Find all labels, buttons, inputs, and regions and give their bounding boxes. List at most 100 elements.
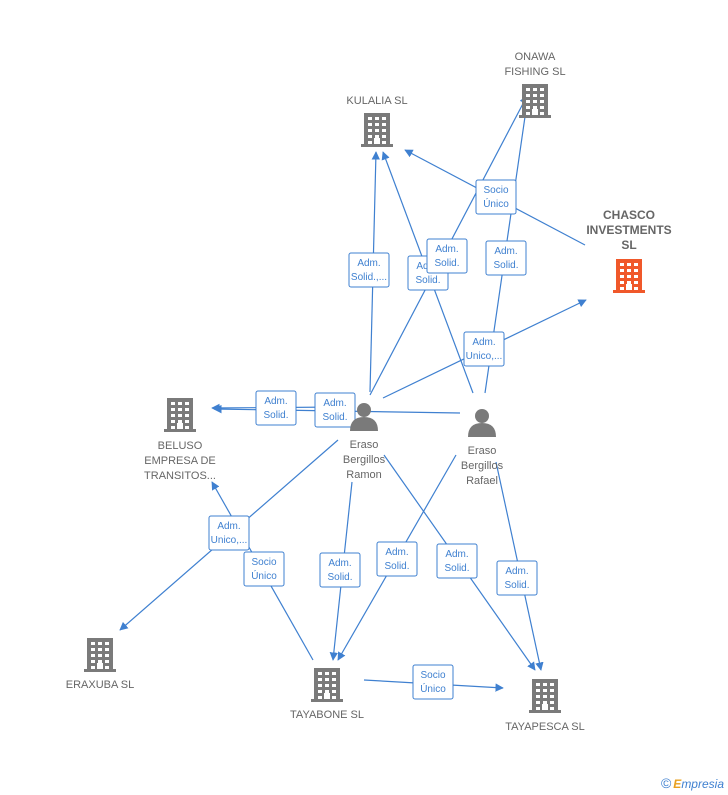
edge-label-text: Adm. bbox=[357, 258, 380, 269]
watermark[interactable]: ©Empresia bbox=[661, 775, 724, 791]
node-label: TAYABONE SL bbox=[290, 709, 364, 721]
edge-label-text: Adm. bbox=[505, 566, 528, 577]
node-beluso[interactable]: BELUSO EMPRESA DE TRANSITOS... bbox=[144, 398, 216, 482]
edge-label-box bbox=[485, 240, 527, 276]
edge-label-text: Solid. bbox=[327, 572, 352, 583]
node-eraxuba[interactable]: ERAXUBA SL bbox=[66, 638, 134, 691]
edge-label-box bbox=[436, 543, 478, 579]
edge-label-ramon-to-tayabone[interactable]: Adm. Solid. bbox=[319, 552, 361, 588]
node-kulalia[interactable]: KULALIA SL bbox=[346, 95, 408, 147]
node-label: CHASCO bbox=[603, 208, 655, 222]
edge-label-ramon-to-chasco[interactable]: Adm. Unico,... bbox=[463, 331, 505, 367]
edge-label-ramon-to-tayapesca[interactable]: Adm. Solid. bbox=[436, 543, 478, 579]
node-label: Ramon bbox=[346, 469, 381, 481]
edge-label-box bbox=[314, 392, 356, 428]
edge-label-rafael-to-tayabone[interactable]: Adm. Solid. bbox=[376, 541, 418, 577]
edge-label-text: Solid.,... bbox=[351, 272, 387, 283]
node-label: Eraso bbox=[468, 445, 497, 457]
node-label: Eraso bbox=[350, 439, 379, 451]
edge-label-box bbox=[412, 664, 454, 700]
edge-label-box bbox=[243, 551, 285, 587]
edge-label-rafael-to-beluso[interactable]: Adm. Solid. bbox=[314, 392, 356, 428]
node-onawa[interactable]: ONAWA FISHING SL bbox=[504, 51, 566, 118]
edge-label-box bbox=[496, 560, 538, 596]
node-label: Bergillos bbox=[343, 454, 386, 466]
edge-label-text: Adm. bbox=[264, 396, 287, 407]
edge-label-text: Unico,... bbox=[211, 535, 248, 546]
edge-label-box bbox=[319, 552, 361, 588]
edge-label-box bbox=[255, 390, 297, 426]
edge-label-box bbox=[348, 252, 390, 288]
edge-label-text: Solid. bbox=[415, 275, 440, 286]
edge-label-text: Socio bbox=[420, 670, 445, 681]
edge-label-text: Adm. bbox=[435, 244, 458, 255]
building-icon bbox=[529, 679, 561, 713]
building-icon bbox=[613, 259, 645, 293]
building-icon bbox=[311, 668, 343, 702]
node-label: Bergillos bbox=[461, 460, 504, 472]
edge-label-box bbox=[376, 541, 418, 577]
edge-label-text: Adm. bbox=[217, 521, 240, 532]
edge-label-rafael-to-onawa[interactable]: Adm. Solid. bbox=[485, 240, 527, 276]
edge-label-text: Socio bbox=[251, 557, 276, 568]
building-icon bbox=[519, 84, 551, 118]
edge-label-text: Solid. bbox=[263, 410, 288, 421]
building-icon bbox=[84, 638, 116, 672]
copyright-icon: © bbox=[660, 775, 672, 791]
node-label: TAYAPESCA SL bbox=[505, 721, 584, 733]
edge-label-ramon-to-eraxuba[interactable]: Adm. Unico,... bbox=[208, 515, 250, 551]
edge-label-box bbox=[463, 331, 505, 367]
building-icon bbox=[164, 398, 196, 432]
edge-label-text: Único bbox=[420, 682, 446, 695]
edge-label-text: Solid. bbox=[384, 561, 409, 572]
nodes-layer: KULALIA SL ONAWA FISHING SL CHASCOINVESTMEN… bbox=[66, 51, 672, 733]
node-tayapesca[interactable]: TAYAPESCA SL bbox=[505, 679, 585, 733]
edge-label-text: Solid. bbox=[504, 580, 529, 591]
edge-label-text: Único bbox=[251, 569, 277, 582]
node-label: KULALIA SL bbox=[346, 95, 407, 107]
edge-label-text: Solid. bbox=[434, 258, 459, 269]
edge-label-ramon-to-beluso[interactable]: Adm. Solid. bbox=[255, 390, 297, 426]
edge-label-rafael-to-tayapesca[interactable]: Adm. Solid. bbox=[496, 560, 538, 596]
node-tayabone[interactable]: TAYABONE SL bbox=[290, 668, 364, 721]
node-label: ERAXUBA SL bbox=[66, 679, 134, 691]
building-icon bbox=[361, 113, 393, 147]
edge-label-text: Adm. bbox=[385, 547, 408, 558]
person-icon bbox=[350, 403, 378, 431]
edge-label-text: Socio bbox=[483, 185, 508, 196]
edge-label-text: Unico,... bbox=[466, 351, 503, 362]
edge-label-text: Adm. bbox=[472, 337, 495, 348]
brand-logo-rest: mpresia bbox=[681, 777, 724, 791]
node-label: Rafael bbox=[466, 475, 498, 487]
edge-label-box bbox=[426, 238, 468, 274]
edge-label-text: Adm. bbox=[445, 549, 468, 560]
edge-label-text: Solid. bbox=[493, 260, 518, 271]
node-label: ONAWA bbox=[515, 51, 556, 63]
person-icon bbox=[468, 409, 496, 437]
edge-label-text: Adm. bbox=[323, 398, 346, 409]
edge-label-text: Adm. bbox=[328, 558, 351, 569]
node-label: FISHING SL bbox=[504, 66, 565, 78]
edge-label-text: Adm. bbox=[494, 246, 517, 257]
edge-label-text: Solid. bbox=[322, 412, 347, 423]
edge-label-box bbox=[208, 515, 250, 551]
node-label: SL bbox=[621, 238, 636, 252]
edge-labels-layer: SocioÚnicoAdm.Solid.,...Adm.Solid.Adm.So… bbox=[208, 179, 538, 700]
edge-label-text: Solid. bbox=[444, 563, 469, 574]
node-label: EMPRESA DE bbox=[144, 455, 216, 467]
node-label: TRANSITOS... bbox=[144, 470, 216, 482]
edge-label-box bbox=[475, 179, 517, 215]
edge-label-ramon-to-kulalia[interactable]: Adm. Solid.,... bbox=[348, 252, 390, 288]
brand-logo-initial: E bbox=[673, 777, 682, 791]
edge-label-text: Único bbox=[483, 197, 509, 210]
node-label: INVESTMENTS bbox=[586, 223, 671, 237]
edge-label-ramon-to-onawa[interactable]: Adm. Solid. bbox=[426, 238, 468, 274]
node-label: BELUSO bbox=[158, 440, 203, 452]
